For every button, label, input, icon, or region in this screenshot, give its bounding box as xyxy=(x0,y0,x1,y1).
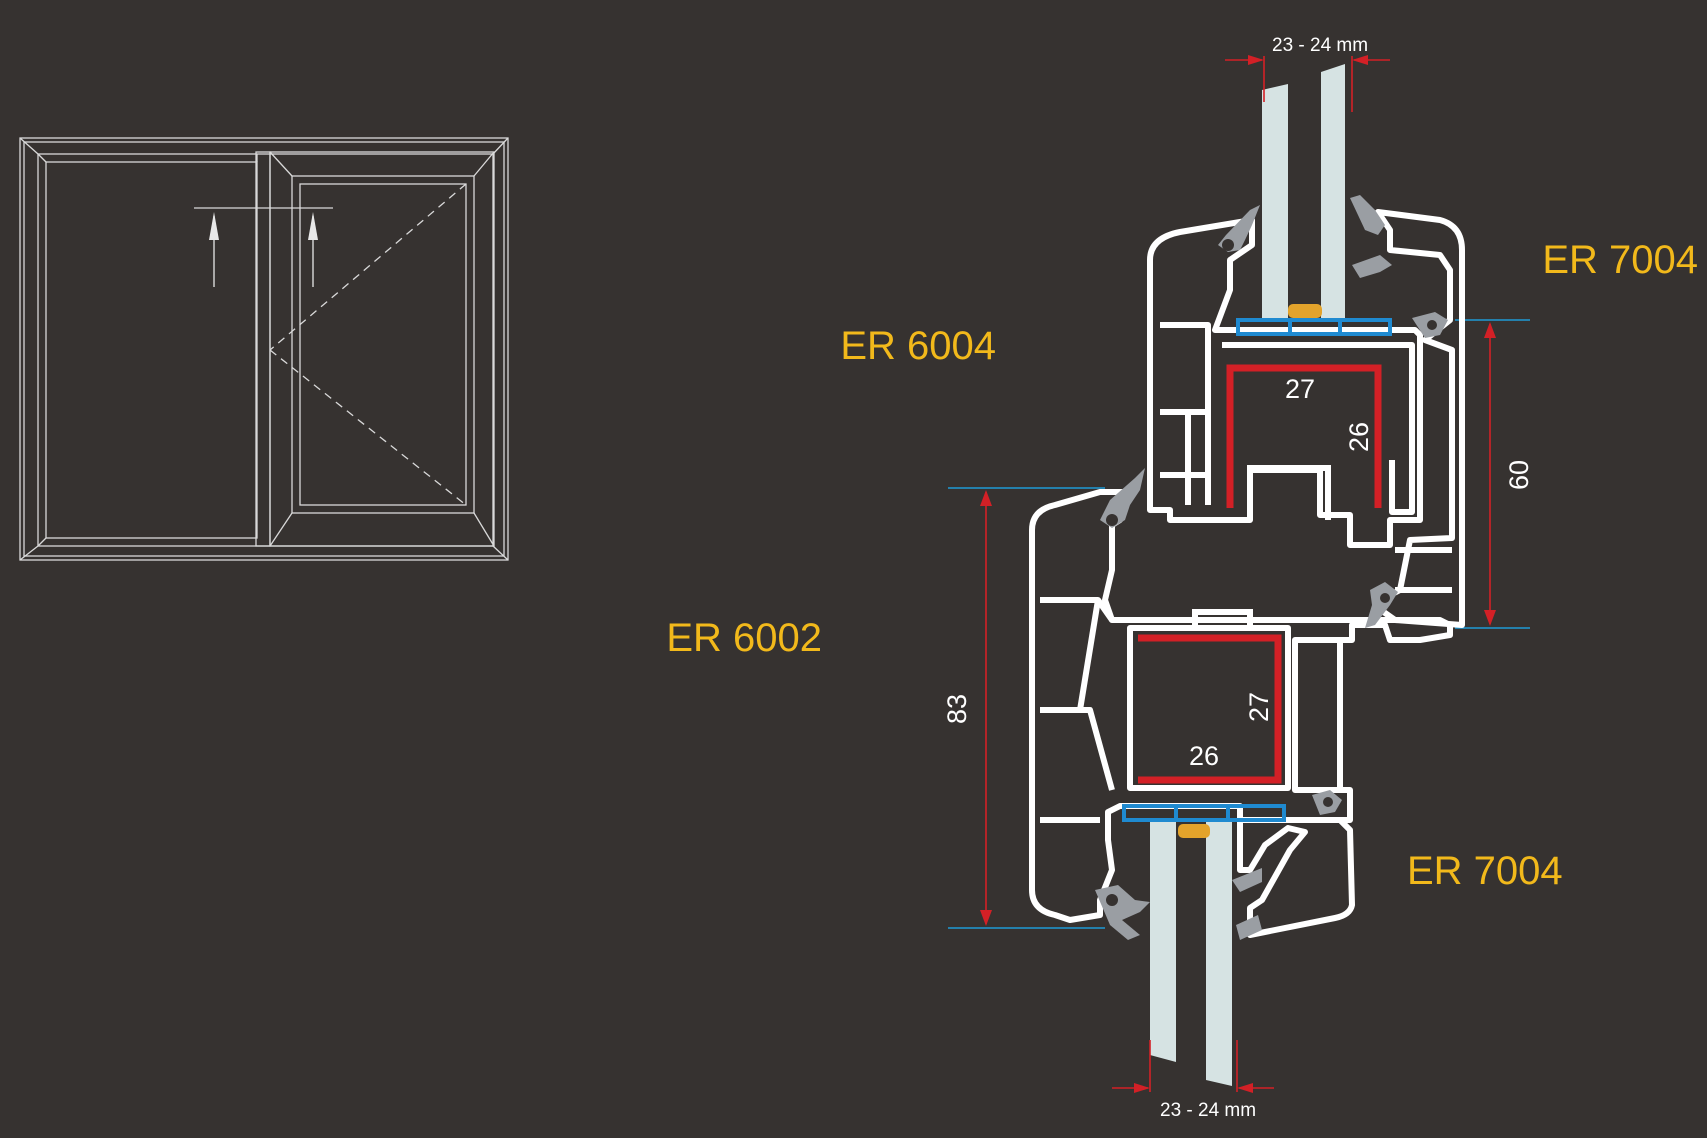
reinforcement-top-height: 26 xyxy=(1344,422,1374,452)
gasket-icon xyxy=(1095,885,1150,940)
tilt-arrow-icon xyxy=(308,212,318,287)
window-elevation-sketch xyxy=(20,138,508,560)
glazing-top xyxy=(1262,64,1345,320)
sash-frame-outer xyxy=(270,152,494,546)
reinforcement-top-width: 27 xyxy=(1285,374,1315,404)
reinforcement-bottom-width: 26 xyxy=(1189,741,1219,771)
glazing-bottom xyxy=(1150,818,1232,1086)
fixed-pane xyxy=(46,162,257,538)
glazing-block-icon xyxy=(1178,824,1210,838)
sash-depth-dimension: 60 xyxy=(1504,460,1534,490)
gasket-icon xyxy=(1100,468,1145,528)
label-er7004-bottom: ER 7004 xyxy=(1407,849,1563,893)
sash-frame-inner xyxy=(292,176,474,513)
dimension-lines xyxy=(980,55,1496,1093)
label-er6004: ER 6004 xyxy=(840,324,996,368)
label-er6002: ER 6002 xyxy=(666,616,822,660)
reinforcement-bottom-height: 27 xyxy=(1244,692,1274,722)
gasket-icon xyxy=(1312,790,1342,815)
sash-hook xyxy=(1195,468,1328,628)
glass-thickness-top: 23 - 24 mm xyxy=(1272,35,1368,56)
glazing-block-icon xyxy=(1288,304,1322,318)
frame-depth-dimension: 83 xyxy=(942,694,972,724)
label-er7004-top: ER 7004 xyxy=(1542,238,1698,282)
glass-thickness-bottom: 23 - 24 mm xyxy=(1160,1100,1256,1121)
mullion xyxy=(256,152,270,546)
gasket-icon xyxy=(1350,195,1392,278)
tilt-arrow-icon xyxy=(209,212,219,287)
